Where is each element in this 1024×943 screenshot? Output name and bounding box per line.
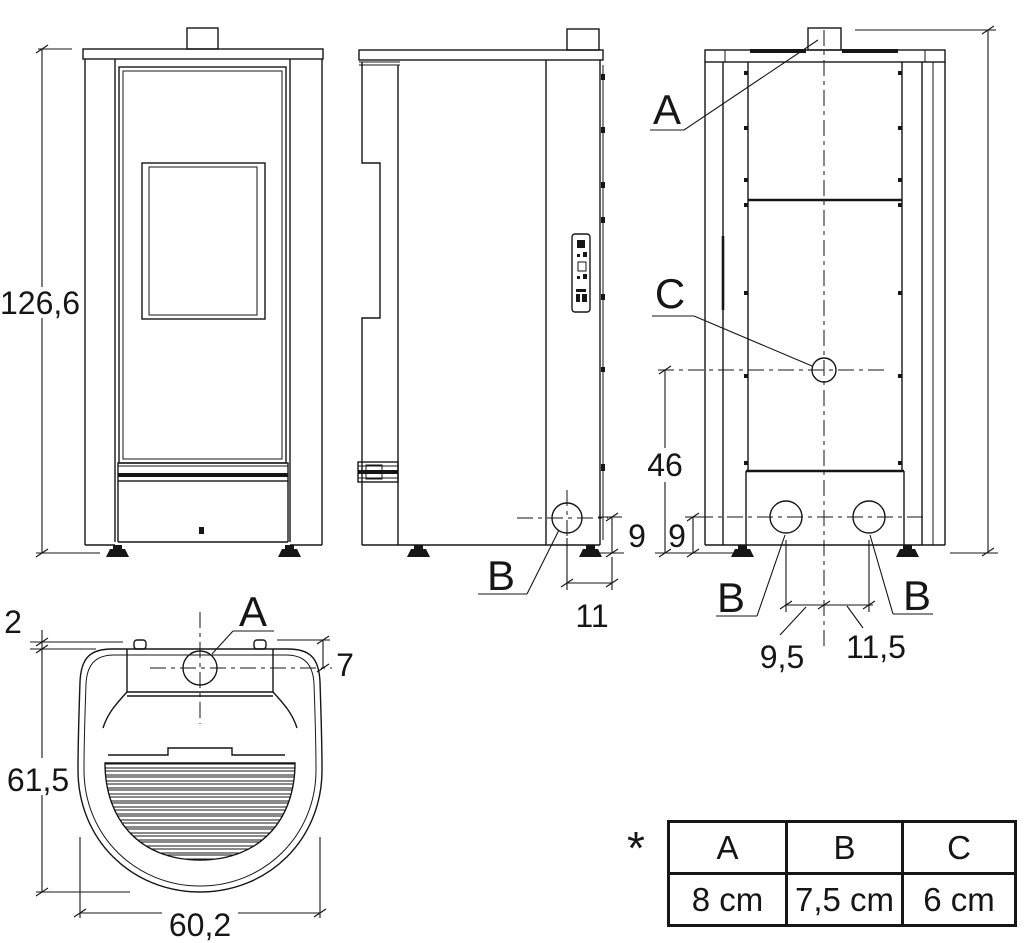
foot xyxy=(278,549,301,557)
top-plate xyxy=(82,48,324,60)
table-value-a: 8 cm xyxy=(670,875,785,924)
front-door xyxy=(118,66,287,464)
rear-b-left-label: B xyxy=(717,574,745,621)
rear-c-height-dimension: 46 xyxy=(647,365,737,558)
rear-b-right-callout: B xyxy=(869,534,933,619)
flue-stub xyxy=(566,28,600,51)
rear-a-callout: A xyxy=(650,39,819,133)
table-header-a: A xyxy=(670,823,785,872)
top-width-label: 60,2 xyxy=(169,907,231,943)
side-view: B 9 11 xyxy=(357,28,646,634)
rear-b-right-label: B xyxy=(903,572,931,619)
rear-socket-height-dimension: 9 xyxy=(668,512,702,558)
lower-trim-band xyxy=(117,462,289,482)
rear-offset-dimensions: 9,5 11,5 xyxy=(760,600,906,675)
top-depth-dimension: 61,5 xyxy=(7,630,130,897)
top-depth-label: 61,5 xyxy=(7,762,69,798)
side-socket-offset-dimension: 11 xyxy=(560,538,619,634)
side-b-label: B xyxy=(487,552,515,599)
control-panel xyxy=(571,233,591,313)
foot xyxy=(106,549,129,557)
front-view: 126,6 xyxy=(0,27,324,558)
rear-a-label: A xyxy=(653,86,681,133)
rear-c-height-label: 46 xyxy=(647,447,683,483)
top-rim-dimension: 2 xyxy=(4,604,123,654)
top-outline xyxy=(77,648,323,893)
hole-diameter-table: A B C 8 cm 7,5 cm 6 cm xyxy=(667,820,1017,927)
glass-window xyxy=(141,162,266,320)
foot xyxy=(731,549,754,557)
rear-overall-height-dimension xyxy=(855,25,998,557)
table-value-b: 7,5 cm xyxy=(788,875,901,924)
side-socket-offset-label: 11 xyxy=(575,598,608,634)
rear-socket-height-label: 9 xyxy=(668,518,686,554)
top-view: 2 A 7 61,5 60,2 xyxy=(4,588,354,943)
top-plate xyxy=(358,49,604,61)
top-rim-label: 2 xyxy=(4,604,22,640)
table-header-b: B xyxy=(788,823,901,872)
table-value-c: 6 cm xyxy=(904,875,1014,924)
table-header-c: C xyxy=(904,823,1014,872)
rear-c-label: C xyxy=(655,270,685,317)
top-plate-depth-label: 7 xyxy=(336,647,354,683)
foot xyxy=(579,549,602,557)
rear-offset-left-label: 9,5 xyxy=(760,639,804,675)
hinge-knob xyxy=(133,639,147,650)
rear-view: A C 46 9 B B 9,5 11,5 xyxy=(647,25,998,675)
air-grille-outline xyxy=(104,762,296,861)
footnote-asterisk: * xyxy=(627,822,645,874)
top-width-dimension: 60,2 xyxy=(73,837,327,943)
top-plate-depth-dimension: 7 xyxy=(277,635,354,683)
side-socket-height-label: 9 xyxy=(628,518,646,554)
rear-offset-right-label: 11,5 xyxy=(846,629,906,665)
foot xyxy=(896,549,919,557)
air-grille-slats xyxy=(105,763,295,860)
top-a-callout: A xyxy=(211,588,274,655)
rear-c-callout: C xyxy=(652,270,813,367)
top-a-label: A xyxy=(239,588,267,635)
foot xyxy=(407,549,430,557)
front-height-dimension: 126,6 xyxy=(0,44,100,558)
hinge-knob xyxy=(253,639,267,650)
side-b-callout: B xyxy=(478,529,560,599)
side-socket-height-dimension: 9 xyxy=(595,512,646,558)
top-plate xyxy=(704,49,946,63)
flue-stub xyxy=(186,27,219,50)
front-height-label: 126,6 xyxy=(0,285,80,321)
rear-b-left-callout: B xyxy=(716,534,786,621)
